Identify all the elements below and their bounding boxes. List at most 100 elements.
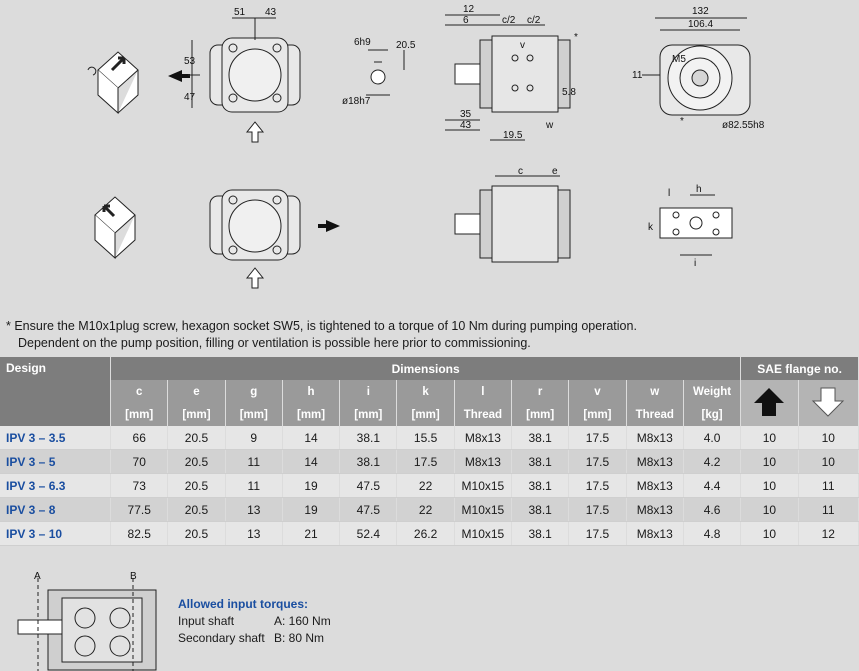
col-header: Weight bbox=[683, 380, 742, 403]
dim-label: c/2 bbox=[527, 15, 541, 26]
value-cell: 73 bbox=[110, 473, 169, 498]
value-cell: 38.1 bbox=[511, 426, 570, 450]
value-cell: M10x15 bbox=[454, 497, 513, 522]
value-cell: 19 bbox=[282, 473, 341, 498]
dim-label: * bbox=[680, 116, 684, 127]
value-cell: 11 bbox=[225, 449, 283, 474]
value-cell: 17.5 bbox=[568, 426, 627, 450]
footnote-line-1: * Ensure the M10x1plug screw, hexagon so… bbox=[6, 319, 637, 333]
unit-cell: [mm] bbox=[167, 403, 226, 426]
value-cell: 15.5 bbox=[396, 426, 455, 450]
col-header: e bbox=[167, 380, 226, 403]
value-cell: 47.5 bbox=[339, 473, 398, 498]
dim-label: 20.5 bbox=[396, 40, 416, 51]
up-arrow-icon bbox=[245, 121, 265, 143]
dim-label: c bbox=[518, 166, 523, 177]
value-cell: 70 bbox=[110, 449, 169, 474]
value-cell: 77.5 bbox=[110, 497, 169, 522]
unit-cell: [kg] bbox=[683, 403, 742, 426]
dim-label: 106.4 bbox=[688, 19, 713, 30]
dim-label: c/2 bbox=[502, 15, 516, 26]
value-cell: M8x13 bbox=[454, 449, 513, 474]
value-cell: 17.5 bbox=[396, 449, 455, 474]
value-cell: 26.2 bbox=[396, 521, 455, 546]
value-cell: 20.5 bbox=[167, 521, 226, 546]
value-cell: 21 bbox=[282, 521, 341, 546]
sae-up-cell: 10 bbox=[740, 426, 799, 450]
dim-label: * bbox=[574, 32, 578, 43]
value-cell: 13 bbox=[225, 521, 283, 546]
value-cell: M8x13 bbox=[626, 449, 684, 474]
unit-cell: [mm] bbox=[110, 403, 169, 426]
design-cell: IPV 3 – 6.3 bbox=[0, 473, 112, 498]
pump-section-drawing: A B bbox=[17, 571, 157, 671]
dim-label: 43 bbox=[265, 7, 277, 18]
mounting-orientation-icon-2 bbox=[94, 196, 136, 260]
sae-up-cell: 10 bbox=[740, 497, 799, 522]
col-header: c bbox=[110, 380, 169, 403]
col-header: v bbox=[568, 380, 627, 403]
dim-label: 11 bbox=[632, 70, 643, 81]
value-cell: 13 bbox=[225, 497, 283, 522]
dim-label: l bbox=[668, 188, 670, 199]
dim-label: 132 bbox=[692, 6, 709, 17]
dim-label: 12 bbox=[463, 4, 475, 15]
port-detail-drawing bbox=[659, 194, 733, 256]
col-header: i bbox=[339, 380, 398, 403]
shaft-detail-drawing bbox=[366, 49, 405, 96]
value-cell: 38.1 bbox=[339, 449, 398, 474]
dim-label: 6h9 bbox=[354, 37, 371, 48]
sae-down-cell: 11 bbox=[798, 473, 859, 498]
value-cell: 38.1 bbox=[511, 497, 570, 522]
dim-label: k bbox=[648, 222, 654, 233]
value-cell: 20.5 bbox=[167, 426, 226, 450]
value-cell: 14 bbox=[282, 449, 341, 474]
value-cell: M10x15 bbox=[454, 521, 513, 546]
value-cell: 20.5 bbox=[167, 497, 226, 522]
footnote: * Ensure the M10x1plug screw, hexagon so… bbox=[6, 318, 637, 352]
value-cell: 14 bbox=[282, 426, 341, 450]
torque-label: Secondary shaft bbox=[178, 631, 265, 645]
value-cell: 47.5 bbox=[339, 497, 398, 522]
value-cell: 20.5 bbox=[167, 473, 226, 498]
dim-label: w bbox=[545, 120, 554, 131]
value-cell: 20.5 bbox=[167, 449, 226, 474]
value-cell: M8x13 bbox=[626, 497, 684, 522]
value-cell: 4.4 bbox=[683, 473, 742, 498]
suction-side-down-icon bbox=[798, 380, 859, 426]
dim-label: 53 bbox=[184, 56, 196, 67]
col-header: h bbox=[282, 380, 341, 403]
value-cell: 22 bbox=[396, 473, 455, 498]
dim-label: v bbox=[520, 40, 525, 51]
front-view-drawing bbox=[188, 17, 301, 113]
torque-value: B: 80 Nm bbox=[274, 631, 325, 645]
unit-cell: Thread bbox=[626, 403, 684, 426]
pressure-side-up-icon bbox=[740, 380, 799, 426]
unit-cell: [mm] bbox=[225, 403, 283, 426]
value-cell: 17.5 bbox=[568, 473, 627, 498]
torque-value: A: 160 Nm bbox=[274, 614, 331, 628]
mounting-orientation-icon bbox=[87, 51, 139, 115]
dim-label: 6 bbox=[463, 15, 469, 26]
design-header: Design bbox=[0, 357, 112, 426]
footnote-line-2: Dependent on the pump position, filling … bbox=[18, 336, 531, 350]
col-header: g bbox=[225, 380, 283, 403]
value-cell: 17.5 bbox=[568, 497, 627, 522]
dim-label: ø18h7 bbox=[342, 96, 371, 107]
value-cell: 38.1 bbox=[511, 473, 570, 498]
technical-drawings: 51 43 53 47 6h9 20.5 ø18h7 12 6 c/2 c/2 … bbox=[87, 4, 765, 289]
dimensions-header: Dimensions bbox=[110, 357, 742, 380]
value-cell: 17.5 bbox=[568, 449, 627, 474]
dim-label: M5 bbox=[672, 54, 686, 65]
unit-cell: Thread bbox=[454, 403, 513, 426]
unit-cell: [mm] bbox=[511, 403, 570, 426]
dim-label: i bbox=[694, 258, 696, 269]
torque-row: Secondary shaft B: 80 Nm bbox=[178, 630, 331, 647]
value-cell: 4.6 bbox=[683, 497, 742, 522]
side-view-drawing-2 bbox=[454, 175, 571, 263]
value-cell: 4.2 bbox=[683, 449, 742, 474]
unit-cell: [mm] bbox=[282, 403, 341, 426]
